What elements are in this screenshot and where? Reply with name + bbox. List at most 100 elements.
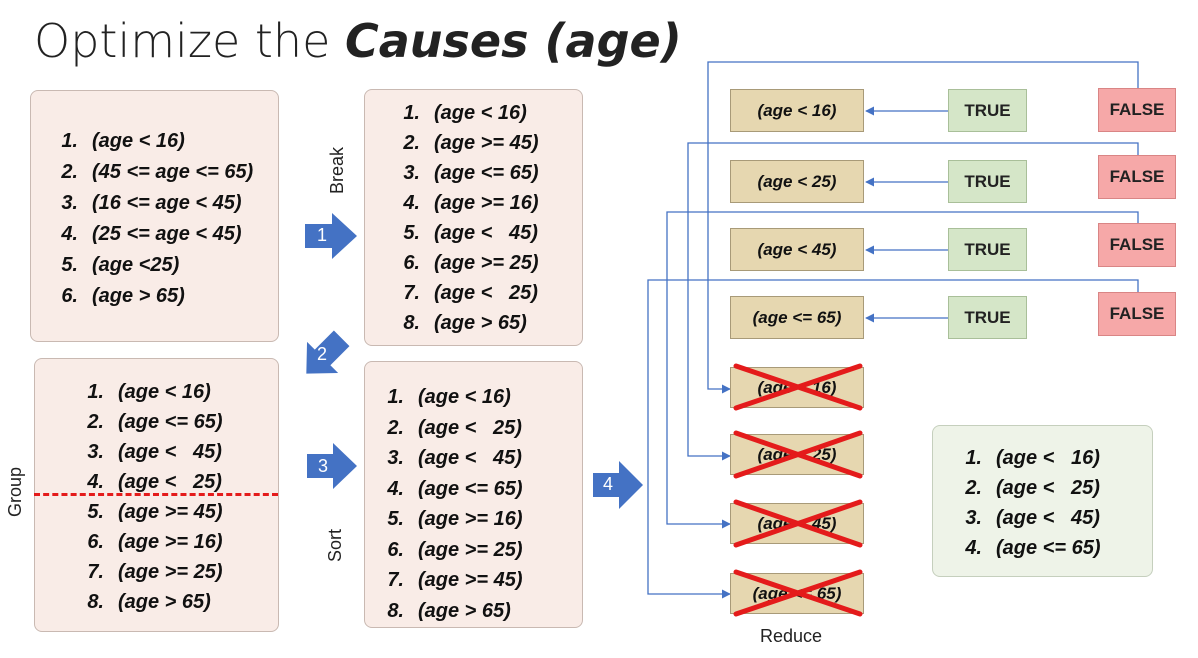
list-item: 2.(age <= 65) bbox=[84, 407, 222, 437]
condition-box-1: (age < 16) bbox=[730, 89, 864, 132]
list-item: 3. (age <= 65) bbox=[400, 158, 539, 188]
list-item: 1. (age < 16) bbox=[58, 126, 253, 157]
false-connector-1 bbox=[707, 61, 1139, 394]
list-item-text: (age > 65) bbox=[418, 599, 511, 622]
list-item-number: 4. bbox=[87, 471, 104, 493]
cross-mark-3b bbox=[733, 499, 863, 548]
group-list: 1.(age < 16)2.(age <= 65)3.(age < 45)4.(… bbox=[84, 377, 223, 617]
list-item-number: 5. bbox=[403, 222, 420, 244]
list-item-text: (age < 45) bbox=[434, 222, 538, 244]
list-item: 6.(age >= 25) bbox=[400, 248, 538, 278]
condition-box-3: (age < 45) bbox=[730, 228, 864, 271]
list-item-text: (age < 45) bbox=[418, 447, 522, 469]
list-item-text: (age < 25) bbox=[418, 416, 522, 439]
list-item: 4.(age <= 65) bbox=[384, 474, 523, 505]
group-divider bbox=[34, 493, 278, 496]
list-item-text: (age >= 16) bbox=[418, 508, 523, 530]
list-item-number: 1. bbox=[61, 130, 78, 152]
list-item-text: (age <= 65) bbox=[434, 162, 539, 184]
list-item-text: (age > 65) bbox=[434, 312, 527, 334]
list-item-text: (age >= 45) bbox=[118, 501, 223, 523]
list-item-number: 6. bbox=[387, 538, 404, 561]
list-item-number: 4. bbox=[403, 192, 420, 214]
list-item-text: (age < 25) bbox=[996, 477, 1100, 499]
list-item-text: (age < 16) bbox=[996, 447, 1100, 469]
list-item: 3. (age < 45) bbox=[384, 443, 523, 474]
list-item: 4. (25 <= age < 45) bbox=[58, 219, 253, 250]
list-item-number: 8. bbox=[87, 591, 104, 613]
list-item: 2. (age < 25) bbox=[384, 413, 523, 444]
list-item-text: (age < 16) bbox=[418, 386, 511, 408]
false-box-3: FALSE bbox=[1098, 223, 1176, 267]
list-item-number: 2. bbox=[403, 132, 420, 154]
list-item: 2. (age >= 45) bbox=[400, 128, 539, 158]
list-item-number: 3. bbox=[403, 162, 420, 184]
break-list: 1.(age < 16) 2. (age >= 45) 3. (age <= 65) 4.… bbox=[400, 98, 539, 338]
list-item: 4.(age < 25) bbox=[84, 467, 223, 497]
list-item: 6.(age > 65) bbox=[58, 281, 253, 312]
cross-mark-4b bbox=[733, 569, 863, 617]
list-item-number: 4. bbox=[965, 537, 982, 559]
list-item: 1.(age < 16) bbox=[962, 443, 1101, 473]
true-box-2: TRUE bbox=[948, 160, 1027, 203]
list-item: 2. (age < 25) bbox=[962, 473, 1101, 503]
list-item-text: (age < 45) bbox=[996, 507, 1100, 529]
list-item-text: (25 <= age < 45) bbox=[92, 223, 242, 245]
list-item: 6. (age >= 16) bbox=[84, 527, 223, 557]
step-number-3: 3 bbox=[318, 456, 329, 476]
list-item-text: (age <= 65) bbox=[418, 477, 523, 500]
list-item-number: 8. bbox=[403, 312, 420, 334]
true-box-1: TRUE bbox=[948, 89, 1027, 132]
list-item-text: (age >= 45) bbox=[418, 569, 523, 591]
list-item-text: (age >= 25) bbox=[418, 538, 523, 561]
list-item-text: (age <= 65) bbox=[996, 537, 1101, 559]
step-arrow-2 bbox=[306, 330, 350, 374]
list-item-number: 3. bbox=[61, 192, 78, 214]
list-item-number: 6. bbox=[87, 531, 104, 553]
false-box-1: FALSE bbox=[1098, 88, 1176, 132]
list-item-number: 1. bbox=[403, 102, 420, 124]
list-item-number: 3. bbox=[965, 507, 982, 529]
list-item-number: 1. bbox=[87, 381, 104, 403]
list-item-number: 4. bbox=[61, 223, 78, 245]
list-item-text: (age < 45) bbox=[118, 441, 222, 463]
cross-mark-1b bbox=[733, 363, 863, 411]
list-item: 7.(age >= 45) bbox=[384, 565, 523, 596]
true-box-3: TRUE bbox=[948, 228, 1027, 271]
list-item-text: (age < 16) bbox=[92, 130, 185, 152]
list-item-text: (age < 16) bbox=[118, 381, 211, 403]
list-item: 6. (age >= 25) bbox=[384, 535, 523, 566]
list-item: 8. (age > 65) bbox=[400, 308, 539, 338]
step-number-1: 1 bbox=[317, 225, 328, 245]
condition-box-2: (age < 25) bbox=[730, 160, 864, 203]
step-arrow-1 bbox=[305, 213, 357, 259]
break-panel bbox=[364, 89, 583, 346]
list-item-number: 2. bbox=[965, 477, 982, 499]
list-item-number: 6. bbox=[403, 252, 420, 274]
step-arrow-4 bbox=[593, 461, 643, 509]
list-item: 5. (age >= 16) bbox=[384, 504, 523, 535]
reduce-label: Reduce bbox=[760, 626, 823, 646]
list-item: 1.(age < 16) bbox=[400, 98, 539, 128]
list-item-text: (age >= 45) bbox=[434, 132, 539, 154]
page-title: Optimize the Causes (age) bbox=[34, 14, 682, 68]
list-item-number: 5. bbox=[387, 508, 404, 530]
original-panel bbox=[30, 90, 279, 342]
list-item-text: (age >= 16) bbox=[118, 531, 223, 553]
false-connector-3 bbox=[666, 211, 1139, 529]
list-item-number: 1. bbox=[387, 386, 404, 408]
result-list: 1.(age < 16) 2. (age < 25) 3. (age < 45) 4. (a… bbox=[962, 443, 1101, 563]
list-item-number: 3. bbox=[387, 447, 404, 469]
step-number-2: 2 bbox=[317, 344, 328, 364]
result-panel bbox=[932, 425, 1153, 577]
sort-list: 1. (age < 16) 2. (age < 25) 3. (age < 45) 4.(a… bbox=[384, 382, 523, 626]
list-item: 3. (age < 45) bbox=[962, 503, 1101, 533]
list-item-number: 2. bbox=[387, 416, 404, 439]
list-item-text: (age > 65) bbox=[92, 285, 185, 307]
list-item-text: (age > 65) bbox=[118, 591, 211, 613]
list-item-number: 7. bbox=[87, 561, 104, 583]
cross-mark-2b bbox=[733, 430, 863, 479]
